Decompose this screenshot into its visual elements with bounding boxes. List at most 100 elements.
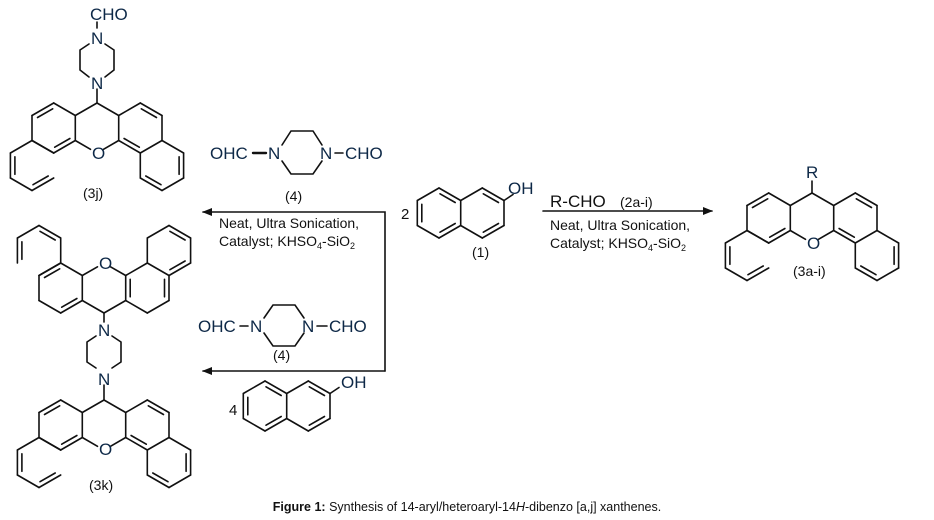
double-bond — [32, 175, 50, 186]
compound-label-3j: (3j) — [83, 185, 103, 201]
double-bond — [130, 434, 148, 446]
bond — [31, 139, 55, 154]
compound-label-1: (1) — [472, 244, 489, 260]
compound-label-4: (4) — [273, 347, 290, 363]
double-bond — [838, 227, 856, 238]
bond — [103, 299, 127, 314]
bond — [59, 436, 84, 451]
compound-1-naphthol: 2 OH (1) — [401, 179, 534, 260]
stoichiometric-coefficient: 4 — [229, 402, 237, 419]
double-bond — [60, 434, 78, 446]
bond — [242, 417, 266, 432]
bond — [854, 267, 878, 282]
double-bond — [43, 404, 61, 416]
bond — [854, 192, 878, 207]
catalyst-conditions: Catalyst; KHSO4-SiO2 — [550, 235, 686, 253]
bond — [746, 267, 770, 282]
bond — [31, 177, 55, 192]
double-bond — [265, 385, 283, 397]
bond — [139, 139, 163, 154]
bond — [832, 192, 857, 207]
bond — [96, 102, 120, 117]
nitrogen-atom: N — [250, 317, 262, 336]
nitrogen-atom: N — [91, 29, 103, 48]
bond — [459, 224, 484, 239]
bond — [74, 102, 98, 117]
dibenzoxanthene-skeleton-3a-i — [724, 192, 900, 282]
bond — [16, 224, 40, 239]
dibenzoxanthene-skeleton-3k-top — [16, 224, 192, 314]
hydroxyl-group: OH — [341, 373, 367, 392]
compound-4-top: OHC N N CHO (4) — [210, 130, 383, 204]
bond — [146, 474, 170, 489]
bond — [139, 177, 163, 192]
bond — [124, 299, 149, 314]
bond — [724, 267, 748, 282]
reaction-conditions: Neat, Ultra Sonication, — [550, 217, 690, 233]
bond — [161, 139, 185, 154]
bond — [811, 192, 835, 207]
compound-label-3a-i: (3a-i) — [793, 263, 826, 279]
bond — [146, 299, 170, 314]
compound-label-4: (4) — [285, 188, 302, 204]
reaction-scheme: CHO N N O (3j) O N N O (3k) R O (3a-i) 2… — [9, 5, 900, 493]
bond — [109, 436, 127, 448]
bond — [416, 224, 440, 239]
double-bond — [36, 108, 54, 119]
bond — [307, 380, 331, 395]
double-bond — [123, 137, 141, 148]
double-bond — [308, 385, 326, 397]
bond — [16, 474, 40, 489]
bond — [168, 262, 192, 277]
bond — [789, 192, 813, 207]
bond — [38, 474, 62, 489]
bond — [168, 224, 192, 239]
bond — [139, 102, 163, 117]
double-bond — [747, 265, 765, 276]
reaction-conditions: Neat, Ultra Sonication, — [219, 215, 359, 231]
bond — [38, 299, 62, 314]
bond — [876, 229, 900, 244]
bond — [746, 192, 770, 207]
piperazine-ring-3j — [79, 21, 115, 104]
bond — [38, 262, 62, 277]
bond — [146, 262, 170, 277]
double-bond — [39, 472, 57, 483]
bond — [52, 102, 77, 117]
bond — [102, 139, 120, 151]
bond — [438, 224, 462, 239]
bond-to-hydroxyl — [503, 193, 514, 202]
naphthalene-skeleton-bottom — [242, 380, 340, 432]
bond — [109, 265, 127, 277]
double-bond — [482, 193, 500, 204]
bond — [59, 299, 84, 314]
dibenzoxanthene-skeleton-3j — [9, 102, 185, 192]
caption-italic: H — [515, 500, 525, 514]
naphthol-bottom: 4 OH — [229, 373, 367, 432]
dibenzoxanthene-skeleton-3k-bottom — [16, 399, 192, 489]
bond — [876, 267, 900, 282]
bond — [16, 436, 40, 451]
bond — [481, 187, 505, 202]
compound-3a-i: R O (3a-i) — [724, 163, 900, 282]
bond — [168, 474, 192, 489]
double-bond — [439, 193, 457, 204]
formyl-group-right: CHO — [329, 317, 367, 336]
bond — [146, 224, 170, 239]
formyl-group-left: OHC — [198, 317, 236, 336]
compound-3k: O N N O (3k) — [16, 224, 192, 493]
double-bond — [39, 230, 57, 241]
bond — [242, 380, 266, 395]
bond — [52, 139, 77, 154]
bond — [438, 187, 462, 202]
hydroxyl-group: OH — [508, 179, 534, 198]
bond — [481, 224, 505, 239]
bond — [146, 399, 170, 414]
bond — [74, 139, 92, 151]
bond — [285, 380, 310, 395]
bond — [38, 224, 62, 239]
double-bond — [482, 222, 500, 233]
naphthalene-skeleton-1 — [416, 187, 514, 239]
double-bond — [145, 175, 162, 186]
double-bond — [140, 108, 158, 119]
